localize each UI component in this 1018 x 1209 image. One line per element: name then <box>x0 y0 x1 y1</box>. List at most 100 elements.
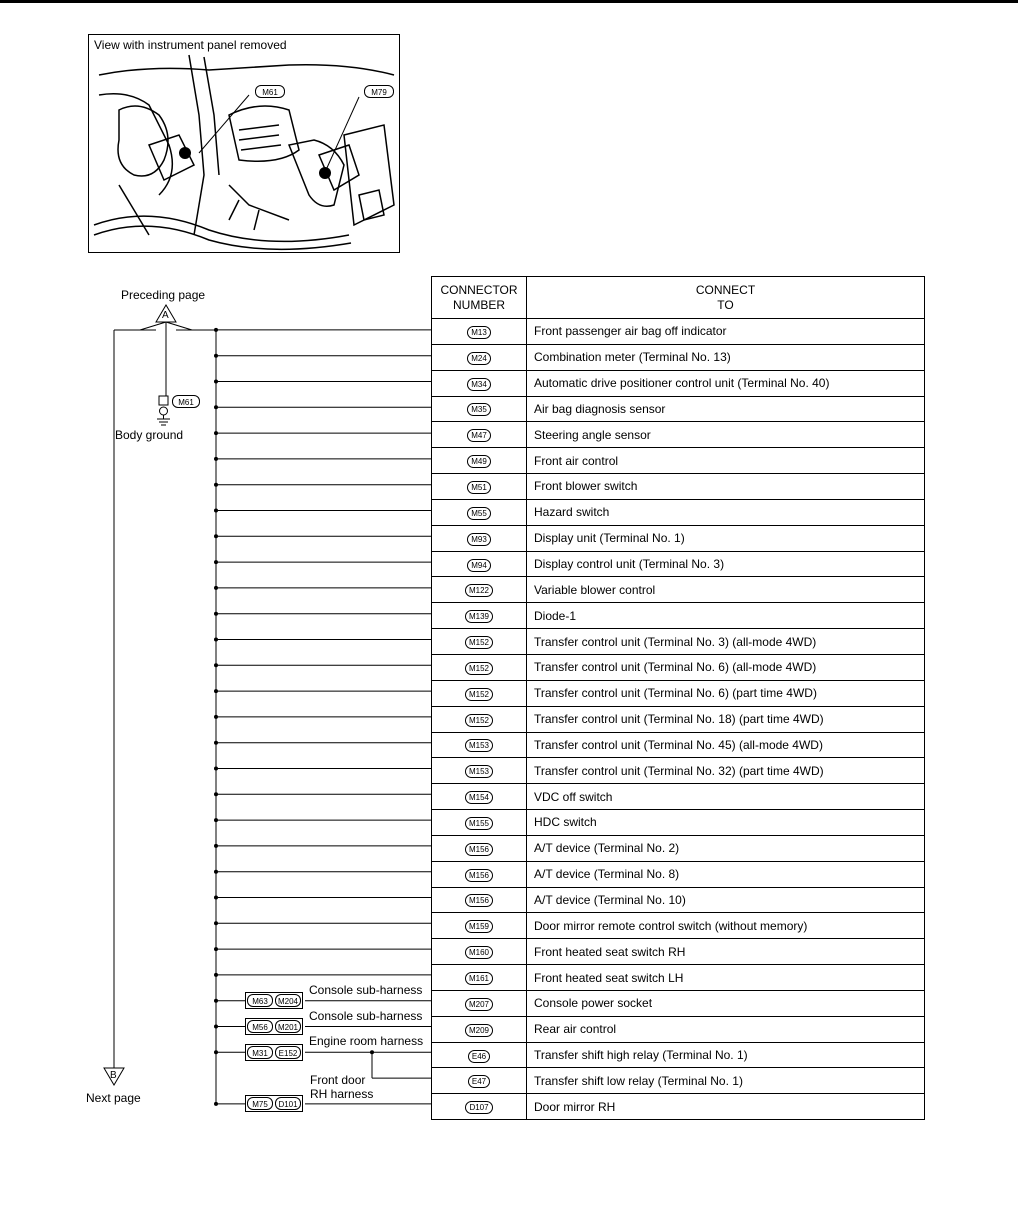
connector-id-badge: M94 <box>467 558 491 572</box>
connector-number-cell: M49 <box>431 447 527 475</box>
connect-to-cell: Steering angle sensor <box>526 421 925 449</box>
ground-ring-icon <box>159 406 168 416</box>
splice-dot <box>214 869 218 874</box>
connect-to-cell: Transfer control unit (Terminal No. 6) (… <box>526 679 925 707</box>
connect-to-cell: Transfer control unit (Terminal No. 32) … <box>526 757 925 785</box>
connect-to-cell: Front passenger air bag off indicator <box>526 318 925 345</box>
connector-number-cell: M156 <box>431 834 527 862</box>
connector-number-cell: M209 <box>431 1015 527 1043</box>
table-row: D107 Door mirror RH <box>431 1093 925 1121</box>
connector-number-cell: M152 <box>431 653 527 681</box>
splice-dot <box>214 637 218 642</box>
connector-number-cell: M155 <box>431 809 527 836</box>
connector-number-cell: M156 <box>431 860 527 888</box>
connector-id-badge: M153 <box>464 739 493 753</box>
harness-connector-b: M201 <box>275 1020 301 1033</box>
splice-dot <box>214 921 218 926</box>
connector-number-cell: E47 <box>431 1067 527 1095</box>
connector-id-badge: M93 <box>467 532 491 546</box>
marker-b-letter: B <box>110 1070 117 1081</box>
connector-number-cell: M51 <box>431 473 527 500</box>
connect-to-cell: Transfer control unit (Terminal No. 18) … <box>526 705 925 733</box>
harness-label: Console sub-harness <box>309 1008 423 1023</box>
marker-a-letter: A <box>162 310 169 321</box>
table-row: M94 Display control unit (Terminal No. 3) <box>431 550 925 578</box>
connector-id-badge: M24 <box>467 351 491 365</box>
ground-connector-m61: M61 <box>172 395 200 408</box>
connect-to-cell: A/T device (Terminal No. 2) <box>526 834 925 862</box>
splice-dot <box>214 456 218 461</box>
splice-dot <box>214 508 218 513</box>
connect-to-cell: Variable blower control <box>526 576 925 604</box>
connector-number-cell: M207 <box>431 989 527 1017</box>
connect-to-cell: Console power socket <box>526 989 925 1017</box>
splice-dot <box>214 534 218 539</box>
connect-to-cell: Air bag diagnosis sensor <box>526 395 925 423</box>
connector-number-cell: M159 <box>431 912 527 940</box>
connector-number-cell: M34 <box>431 369 527 397</box>
connect-to-cell: Transfer shift high relay (Terminal No. … <box>526 1041 925 1069</box>
callout-m79: M79 <box>364 85 394 98</box>
connector-id-badge: M34 <box>467 377 491 391</box>
connector-id-badge: E47 <box>467 1075 491 1089</box>
table-row: M152 Transfer control unit (Terminal No. … <box>431 679 925 707</box>
splice-dot <box>214 843 218 848</box>
splice-dot <box>214 431 218 436</box>
connector-id-badge: M207 <box>464 997 493 1011</box>
connector-number-cell: M93 <box>431 524 527 552</box>
marker-a-triangle <box>155 304 177 323</box>
connector-id-badge: M152 <box>464 636 493 650</box>
connector-id-badge: M51 <box>467 480 491 494</box>
connector-id-badge: M153 <box>464 765 493 779</box>
table-row: M156 A/T device (Terminal No. 2) <box>431 834 925 862</box>
table-row: E47 Transfer shift low relay (Terminal No… <box>431 1067 925 1095</box>
splice-dot <box>214 560 218 565</box>
table-row: M51 Front blower switch <box>431 473 925 500</box>
connect-to-cell: Hazard switch <box>526 498 925 526</box>
splice-dot <box>214 585 218 590</box>
harness-connector-b: D101 <box>275 1097 301 1111</box>
connector-number-cell: M13 <box>431 318 527 345</box>
connector-number-cell: M152 <box>431 628 527 655</box>
connect-to-cell: Door mirror RH <box>526 1093 925 1121</box>
connector-number-cell: M24 <box>431 343 527 371</box>
photo-caption: View with instrument panel removed <box>94 38 287 52</box>
connector-id-badge: M156 <box>464 842 493 856</box>
connector-number-cell: M139 <box>431 602 527 630</box>
connect-to-cell: Transfer shift low relay (Terminal No. 1… <box>526 1067 925 1095</box>
harness-connector-b: E152 <box>275 1045 301 1059</box>
body-ground-label: Body ground <box>115 428 184 442</box>
splice-dot <box>214 714 218 719</box>
connector-id-badge: M47 <box>467 429 491 443</box>
marker-b-triangle <box>103 1067 125 1086</box>
connect-to-cell: Transfer control unit (Terminal No. 6) (… <box>526 653 925 681</box>
connector-id-badge: D107 <box>465 1101 493 1115</box>
connector-id-badge: M152 <box>464 713 493 727</box>
splice-dot <box>214 353 218 358</box>
connector-number-cell: M160 <box>431 938 527 966</box>
connector-id-badge: M152 <box>464 687 493 701</box>
connect-to-cell: Display control unit (Terminal No. 3) <box>526 550 925 578</box>
wire <box>165 321 193 331</box>
connector-number-cell: M156 <box>431 886 527 914</box>
splice-dot <box>214 1101 218 1106</box>
connector-number-cell: M122 <box>431 576 527 604</box>
preceding-page-label: Preceding page <box>121 288 206 302</box>
table-row: M207 Console power socket <box>431 989 925 1017</box>
instrument-panel-illustration: View with instrument panel removed M61 M… <box>88 34 400 253</box>
harness-connector-b: M204 <box>275 994 301 1008</box>
connector-id-badge: M152 <box>464 661 493 675</box>
connect-to-cell: Front blower switch <box>526 473 925 500</box>
connector-id-badge: M156 <box>464 894 493 908</box>
